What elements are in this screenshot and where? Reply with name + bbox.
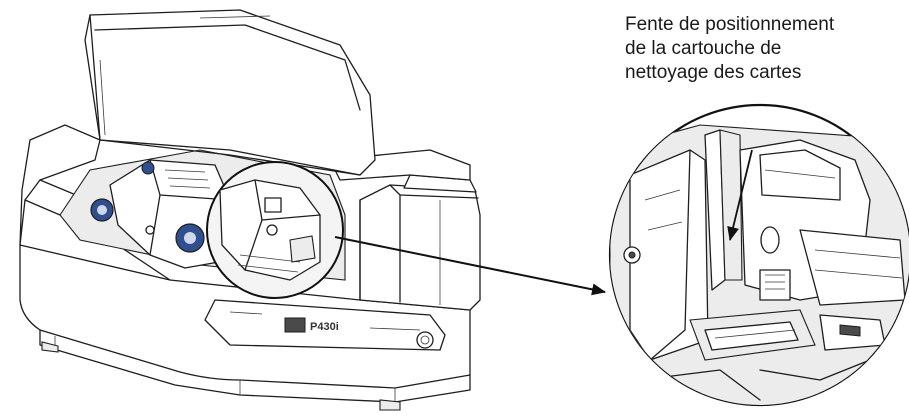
callout-label: Fente de positionnement de la cartouche …	[625, 13, 885, 85]
printer-lid	[84, 9, 376, 176]
pointer-arrow-icon	[334, 236, 606, 296]
detail-view	[608, 103, 909, 407]
latch-icon	[141, 161, 155, 175]
brand-label: P430i	[310, 321, 339, 333]
slot-pointer-icon	[727, 149, 753, 241]
zoom-circle-small	[206, 161, 344, 299]
logo-icon	[284, 317, 306, 333]
power-button[interactable]	[416, 331, 434, 349]
callout-line-1: Fente de positionnement	[625, 14, 835, 35]
callout-line-2: de la cartouche de	[625, 38, 782, 59]
callout-line-3: nettoyage des cartes	[625, 62, 802, 83]
